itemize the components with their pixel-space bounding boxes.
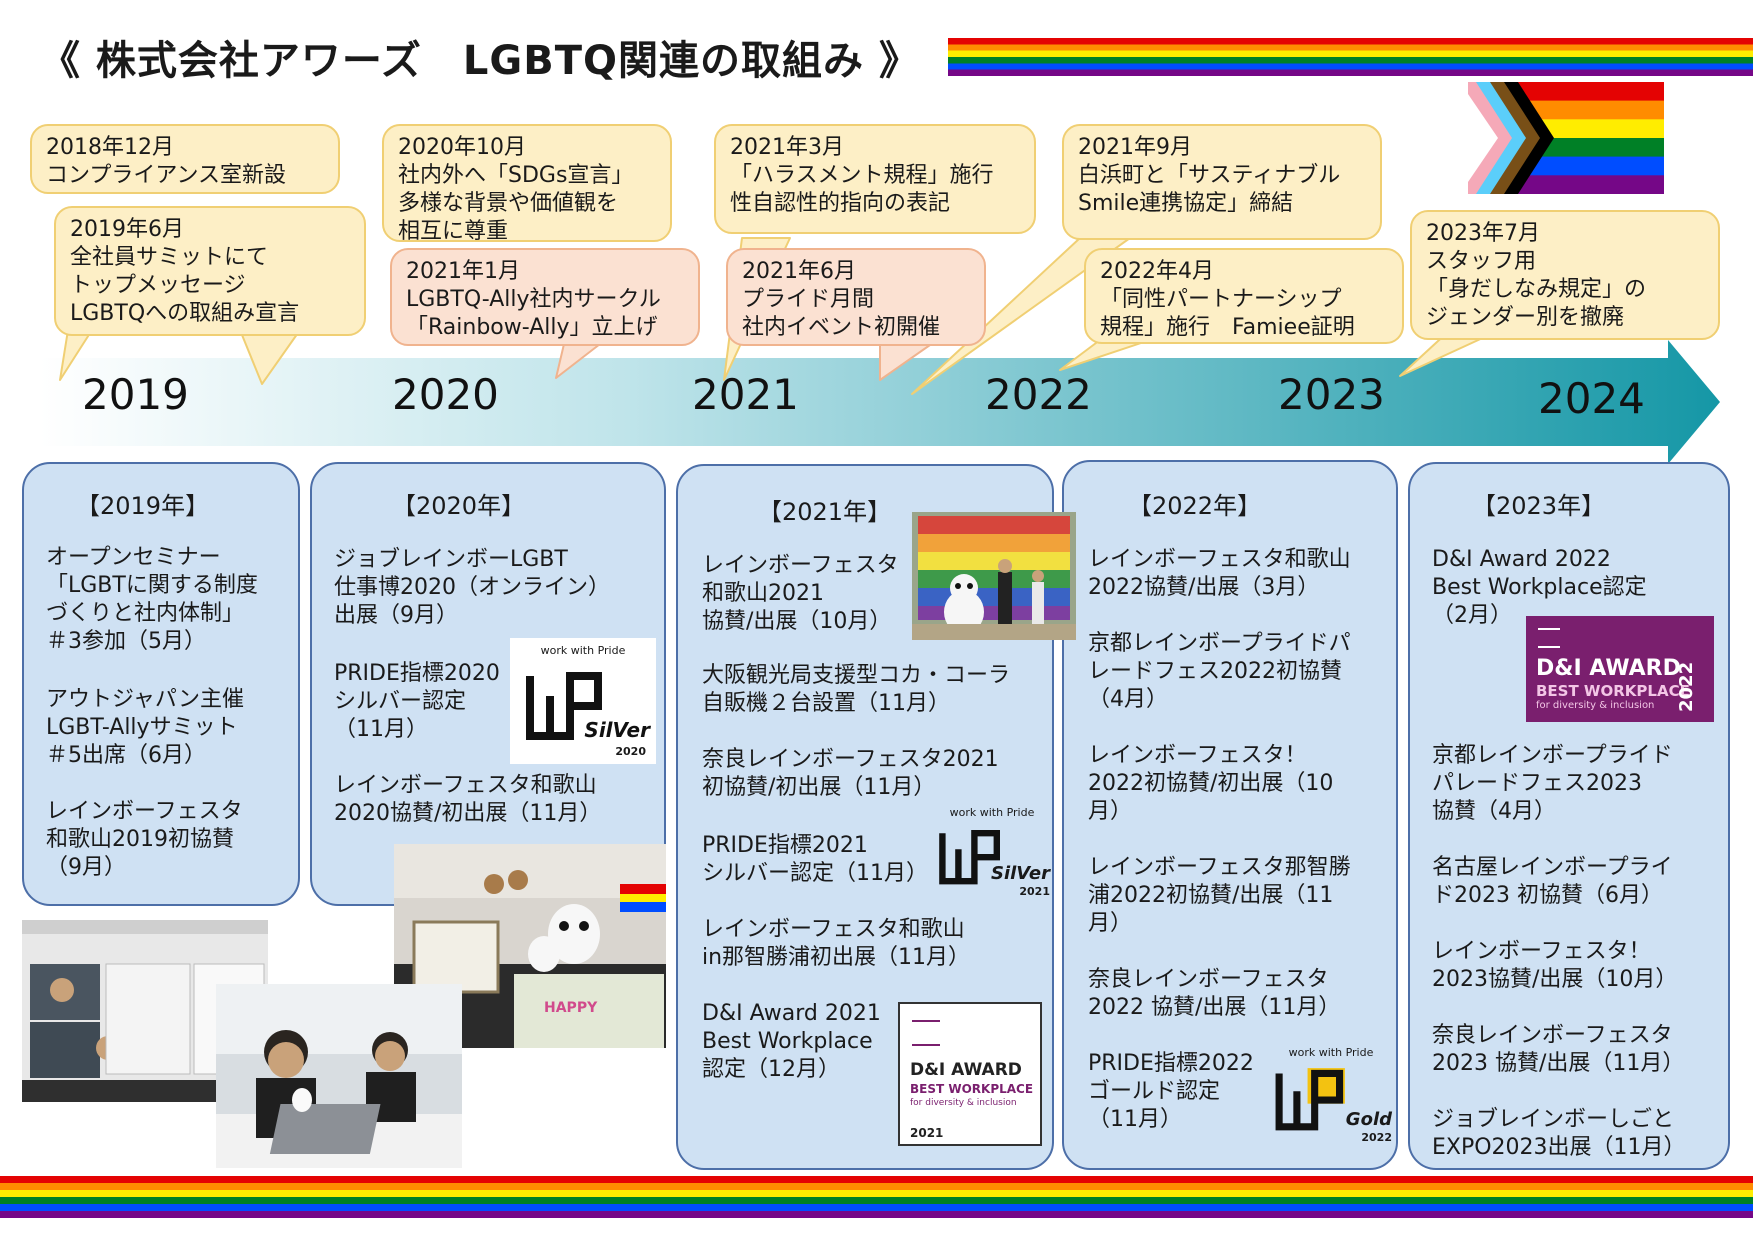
card-heading-2022: 【2022年】 [1128,492,1262,520]
event-2023-1: D&I Award 2022 Best Workplace認定 （2月） [1432,547,1647,628]
wwp-caption: work with Pride [1288,1046,1374,1059]
event-2020-1: ジョブレインボーLGBT 仕事博2020（オンライン） 出展（9月） [334,547,610,628]
di-award-title: D&I AWARD [1536,656,1681,681]
callout-2023-07: 2023年7月 スタッフ用 「身だしなみ規定」の ジェンダー別を撤廃 [1410,210,1720,340]
pride-index-silver-2020-badge: work with Pride SilVer 2020 [510,638,656,764]
event-2019-1: オープンセミナー 「LGBTに関する制度 づくりと社内体制」 ＃3参加（5月） [46,545,258,654]
di-award-2021-badge: D&I AWARD BEST WORKPLACE for diversity &… [898,1002,1042,1146]
di-award-2022-badge: D&I AWARD BEST WORKPLACE for diversity &… [1526,616,1714,722]
page-title: 《 株式会社アワーズ LGBTQ関連の取組み 》 [40,38,920,84]
event-2022-6: PRIDE指標2022 ゴールド認定 （11月） [1088,1051,1254,1132]
di-award-subtitle: BEST WORKPLACE [1536,682,1690,700]
callout-2021-01: 2021年1月 LGBTQ-Ally社内サークル 「Rainbow-Ally」立… [390,248,700,346]
card-heading-2019: 【2019年】 [76,492,210,520]
pride-index-gold-2022-badge: work with Pride Gold 2022 [1268,1040,1394,1148]
event-2021-1: レインボーフェスタ 和歌山2021 協賛/出展（10月） [702,553,899,634]
wwp-year-2021: 2021 [1019,885,1050,898]
card-2023 [1408,462,1730,1170]
wwp-logo-icon [1275,1068,1345,1131]
event-2022-2: 京都レインボープライドパ レードフェス2022初協賛 （4月） [1088,631,1351,712]
event-2021-5: レインボーフェスタ和歌山 in那智勝浦初出展（11月） [702,917,971,970]
di-award-lines-icon [912,1020,940,1046]
year-label-2021: 2021 [692,370,799,419]
di-award-tagline: for diversity & inclusion [910,1098,1017,1108]
top-rainbow-stripe [948,38,1753,76]
event-2019-2: アウトジャパン主催 LGBT-Allyサミット ＃5出席（6月） [46,687,245,768]
event-2022-5: 奈良レインボーフェスタ 2022 協賛/出展（11月） [1088,967,1341,1020]
event-2021-2: 大阪観光局支援型コカ・コーラ 自販機２台設置（11月） [702,663,1011,716]
event-2020-2: PRIDE指標2020 シルバー認定 （11月） [334,661,500,742]
rainbow-festa-photo [912,512,1076,640]
di-award-year: 2022 [1676,661,1697,712]
wwp-rank-2021: SilVer [990,863,1050,884]
card-heading-2021: 【2021年】 [758,498,892,526]
event-2019-3: レインボーフェスタ 和歌山2019初協賛 （9月） [46,799,243,880]
wwp-caption: work with Pride [949,806,1035,819]
svg-text:HAPPY: HAPPY [544,1000,598,1016]
event-2020-3: レインボーフェスタ和歌山 2020協賛/初出展（11月） [334,773,602,826]
wwp-logo-icon [526,672,602,740]
card-2022 [1062,460,1398,1170]
wwp-rank-2020: SilVer [584,718,650,742]
di-award-lines-icon [1538,628,1560,648]
callout-2021-06: 2021年6月 プライド月間 社内イベント初開催 [726,248,986,346]
year-label-2019: 2019 [82,370,189,419]
card-heading-2020: 【2020年】 [392,492,526,520]
year-label-2020: 2020 [392,370,499,419]
exhibition-booth-photo: HAPPY [394,844,666,1048]
di-award-subtitle: BEST WORKPLACE [910,1082,1034,1096]
staff-online-event-photo [216,984,462,1168]
event-2022-1: レインボーフェスタ和歌山 2022協賛/出展（3月） [1088,547,1351,600]
event-2023-6: ジョブレインボーしごと EXPO2023出展（11月） [1432,1107,1686,1160]
wwp-caption: work with Pride [540,644,626,657]
timeline-arrow [40,340,1720,464]
event-2023-5: 奈良レインボーフェスタ 2023 協賛/出展（11月） [1432,1023,1685,1076]
year-label-2024: 2024 [1538,374,1645,423]
callout-2021-09: 2021年9月 白浜町と「サスティナブル Smile連携協定」締結 [1062,124,1382,240]
callout-2021-03: 2021年3月 「ハラスメント規程」施行 性自認性的指向の表記 [714,124,1036,234]
card-2019 [22,462,300,906]
event-2021-4: PRIDE指標2021 シルバー認定（11月） [702,833,928,886]
wwp-logo-icon [939,830,1000,885]
wwp-year-2020: 2020 [615,745,646,758]
event-2021-3: 奈良レインボーフェスタ2021 初協賛/初出展（11月） [702,747,999,800]
event-2022-3: レインボーフェスタ！ 2022初協賛/初出展（10 月） [1088,743,1334,824]
wwp-year-2022: 2022 [1361,1131,1392,1144]
year-label-2023: 2023 [1278,370,1385,419]
bottom-rainbow-stripe [0,1176,1753,1218]
di-award-tagline: for diversity & inclusion [1536,700,1655,711]
event-2022-4: レインボーフェスタ那智勝 浦2022初協賛/出展（11 月） [1088,855,1351,936]
event-2023-4: レインボーフェスタ！ 2023協賛/出展（10月） [1432,939,1678,992]
callout-2019-06: 2019年6月 全社員サミットにて トップメッセージ LGBTQへの取組み宣言 [54,206,366,336]
event-2021-6: D&I Award 2021 Best Workplace 認定（12月） [702,1001,881,1082]
progress-pride-flag-icon [1468,82,1664,194]
pride-index-silver-2021-badge: work with Pride SilVer 2021 [932,800,1052,902]
di-award-title: D&I AWARD [910,1060,1022,1080]
wwp-rank-2022: Gold [1345,1109,1392,1130]
card-heading-2023: 【2023年】 [1472,492,1606,520]
callout-2020-10: 2020年10月 社内外へ「SDGs宣言」 多様な背景や価値観を 相互に尊重 [382,124,672,244]
di-award-year: 2021 [910,1126,944,1140]
year-label-2022: 2022 [985,370,1092,419]
callout-2018-12: 2018年12月 コンプライアンス室新設 [30,124,340,194]
event-2023-2: 京都レインボープライド パレードフェス2023 協賛（4月） [1432,743,1673,824]
callout-2022-04: 2022年4月 「同性パートナーシップ 規程」施行 Famiee証明 [1084,248,1404,344]
event-2023-3: 名古屋レインボープライ ド2023 初協賛（6月） [1432,855,1673,908]
